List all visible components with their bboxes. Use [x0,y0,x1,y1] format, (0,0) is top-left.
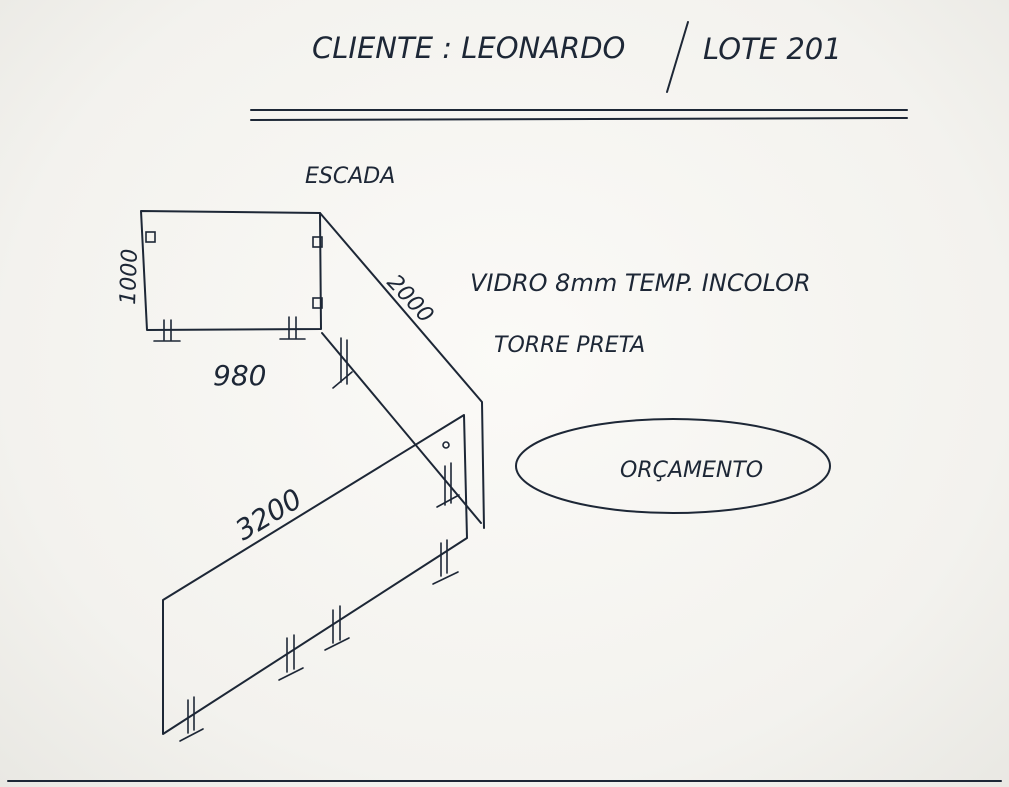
hinge-marker [312,236,323,248]
stair-label: ESCADA [305,164,395,189]
post-foot [179,696,204,742]
upper-panel [140,210,323,342]
long-panel [162,414,468,742]
post-foot [332,337,353,389]
header-divider-slash [666,21,689,93]
diagonal-panel [319,212,485,529]
post-foot [279,316,306,340]
post-foot [432,539,459,585]
post-foot [324,605,350,651]
hardware-note: TORRE PRETA [494,333,645,358]
fixing-hole [442,441,450,449]
quote-stamp: ORÇAMENTO [515,418,831,514]
quote-label: ORÇAMENTO [620,458,763,483]
post-foot [153,319,181,342]
hinge-marker [145,231,156,243]
width-dimension: 980 [213,359,266,392]
client-title: CLIENTE : LEONARDO [312,31,625,65]
lot-number: LOTE 201 [703,32,842,66]
post-foot [436,462,460,508]
height-dimension: 1000 [116,248,143,305]
glass-spec-note: VIDRO 8mm TEMP. INCOLOR [470,269,811,297]
post-foot [278,634,304,681]
long-dimension: 3200 [230,482,308,547]
header-underline-bottom [250,117,908,121]
hinge-marker [312,297,323,309]
